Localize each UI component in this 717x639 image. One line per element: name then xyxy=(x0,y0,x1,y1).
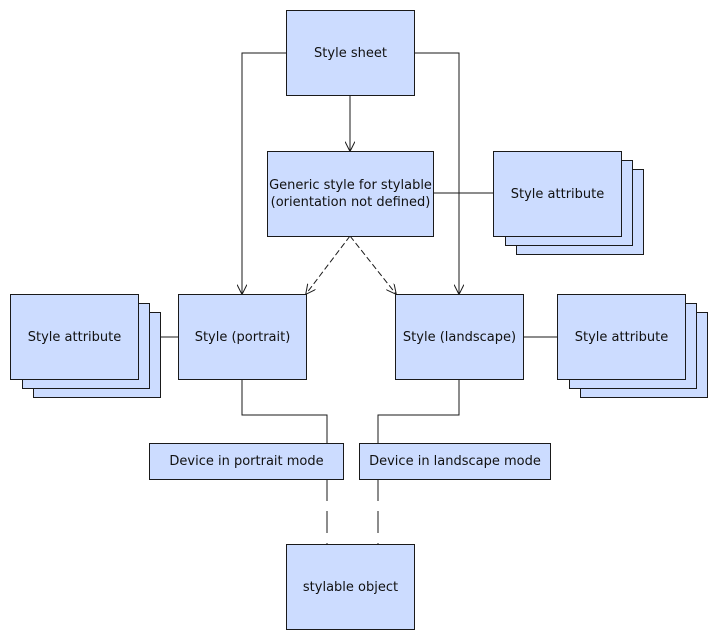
dashed-arrow-generic-to-portrait xyxy=(306,235,351,294)
device-portrait-box: Device in portrait mode xyxy=(149,443,344,480)
style-landscape-label: Style (landscape) xyxy=(402,329,517,345)
generic-style-label-line2: (orientation not defined) xyxy=(270,195,431,210)
dashed-arrow-generic-to-landscape xyxy=(349,235,396,294)
device-landscape-box: Device in landscape mode xyxy=(359,443,551,480)
arrow-stylesheet-to-landscape xyxy=(414,52,459,294)
style-attribute-label: Style attribute xyxy=(574,329,669,345)
generic-style-box: Generic style for stylable (orientation … xyxy=(267,151,434,237)
style-attribute-box-top: Style attribute xyxy=(493,151,622,237)
generic-style-label: Generic style for stylable (orientation … xyxy=(269,177,432,211)
generic-style-label-line1: Generic style for stylable xyxy=(269,178,432,193)
line-landscape-to-device xyxy=(377,379,460,443)
style-attribute-box-left: Style attribute xyxy=(10,294,139,380)
arrow-stylesheet-to-portrait xyxy=(242,52,287,294)
style-portrait-box: Style (portrait) xyxy=(178,294,307,380)
device-landscape-label: Device in landscape mode xyxy=(369,454,541,469)
style-portrait-label: Style (portrait) xyxy=(194,329,291,345)
stylable-object-box: stylable object xyxy=(286,544,415,630)
style-attribute-label: Style attribute xyxy=(27,329,122,345)
stylable-object-label: stylable object xyxy=(302,579,399,595)
style-landscape-box: Style (landscape) xyxy=(395,294,524,380)
device-portrait-label: Device in portrait mode xyxy=(169,454,324,469)
style-sheet-box: Style sheet xyxy=(286,10,415,96)
line-portrait-to-device xyxy=(241,379,328,443)
style-sheet-label: Style sheet xyxy=(314,45,387,61)
style-attribute-box-right: Style attribute xyxy=(557,294,686,380)
style-attribute-label: Style attribute xyxy=(510,186,605,202)
